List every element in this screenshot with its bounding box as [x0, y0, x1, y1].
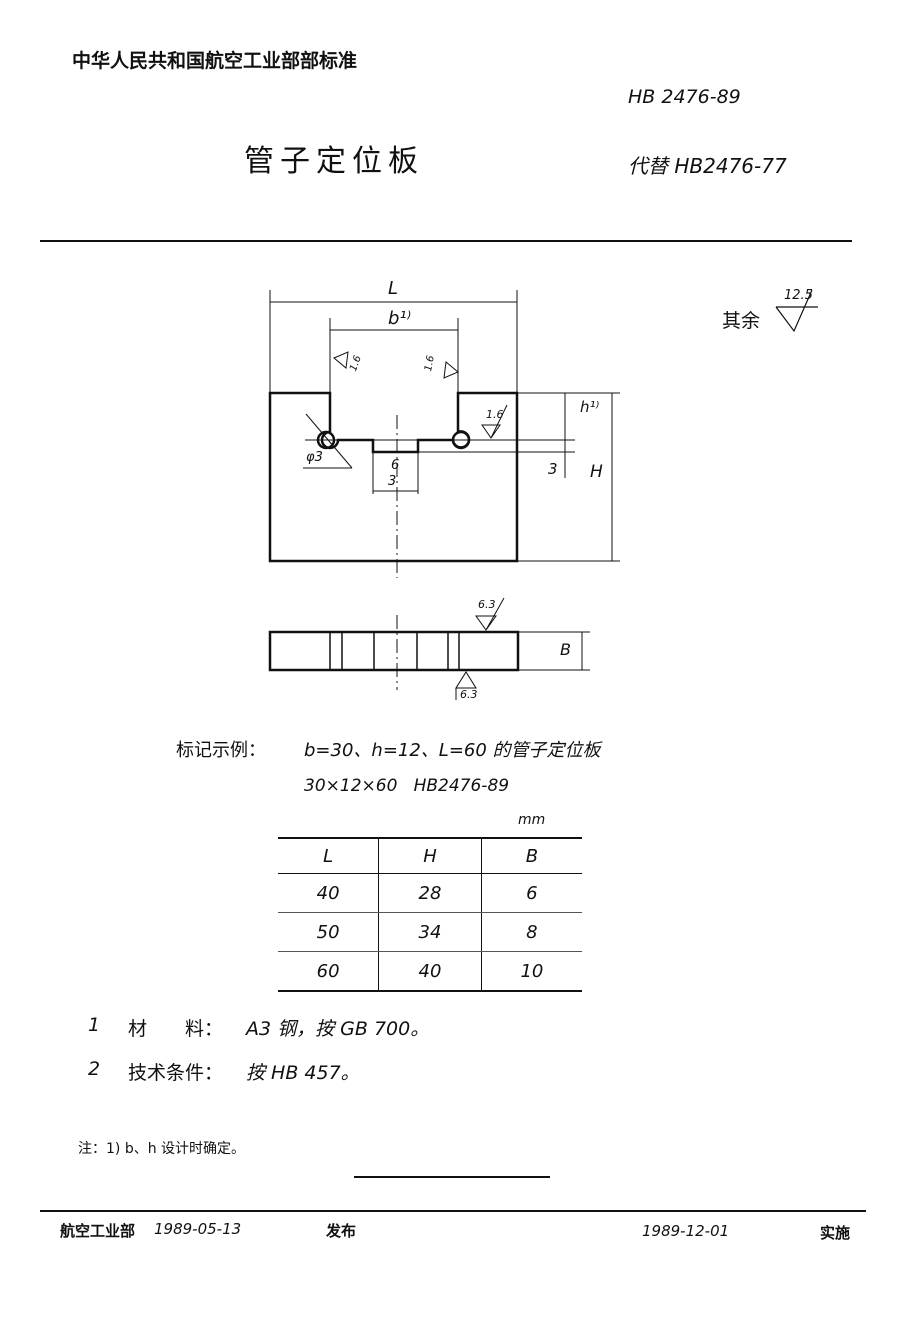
issued-label: 发布: [326, 1222, 357, 1240]
replaces-standard: 代替 HB2476-77: [628, 154, 787, 178]
requirement-text: A3 钢，按 GB 700。: [246, 1018, 430, 1040]
cell: 34: [378, 912, 482, 952]
end-line: [354, 1176, 550, 1178]
column-header: L: [278, 838, 379, 874]
requirement-label: 材 料：: [128, 1018, 224, 1040]
roughness-symbol-icon: [455, 671, 477, 700]
cell: 40: [278, 873, 379, 913]
marking-example-code: 30×12×60 HB2476-89: [304, 776, 510, 796]
roughness-symbol-icon: [333, 351, 349, 369]
cell: 10: [480, 951, 582, 991]
cell: 28: [378, 873, 482, 913]
label-phi3: φ3: [306, 450, 323, 465]
label-L: L: [388, 278, 399, 299]
cell: 60: [316, 960, 340, 982]
label-6: 6: [391, 458, 400, 473]
roughness-symbol-icon: [475, 597, 505, 631]
roughness-symbol-icon: [481, 404, 508, 439]
requirement-label: 技术条件：: [128, 1062, 224, 1084]
standard-number: HB 2476-89: [628, 86, 741, 108]
document-title: 管子定位板: [244, 144, 424, 179]
label-3-horizontal: 3: [388, 474, 397, 489]
table-row: 40 28 6: [278, 873, 582, 913]
column-header: B: [480, 838, 582, 874]
issue-date: 1989-05-13: [154, 1220, 242, 1238]
cell: 40: [378, 951, 482, 991]
table-row: 60 40 10: [278, 951, 582, 991]
header-divider: [40, 240, 852, 242]
label-B: B: [560, 640, 571, 659]
roughness-symbol-icon: [775, 289, 818, 333]
footnote: 注：1) b、h 设计时确定。: [78, 1141, 246, 1157]
label-H: H: [590, 462, 603, 482]
roughness-6.3-bottom: 6.3: [460, 688, 478, 701]
cell: 50: [278, 912, 379, 952]
table-header-row: L H B: [278, 838, 582, 874]
roughness-1.6-side: 1.6: [486, 408, 504, 421]
marking-example-text: b=30、h=12、L=60 的管子定位板: [304, 740, 601, 761]
cell: 8: [480, 912, 582, 952]
effective-date: 1989-12-01: [642, 1222, 730, 1240]
label-h: h¹⁾: [580, 398, 600, 416]
label-3-vertical: 3: [548, 460, 558, 478]
marking-example-label: 标记示例：: [176, 740, 266, 761]
column-header: H: [378, 838, 482, 874]
dimension-table: L H B 40 28 6 50 34 8 60 40 10: [278, 837, 582, 992]
issuing-organization: 中华人民共和国航空工业部部标准: [72, 50, 358, 72]
roughness-6.3-top: 6.3: [478, 598, 496, 611]
label-b: b¹⁾: [388, 308, 412, 329]
roughness-other-label: 其余: [722, 310, 761, 332]
table-unit: mm: [518, 812, 546, 828]
issuer: 航空工业部: [60, 1222, 136, 1240]
technical-drawing: [268, 289, 818, 700]
requirement-text: 按 HB 457。: [246, 1062, 360, 1084]
effective-label: 实施: [820, 1224, 851, 1242]
roughness-symbol-icon: [443, 361, 459, 379]
table-row: 50 34 8: [278, 912, 582, 952]
requirement-number: 1: [88, 1014, 101, 1036]
footer-divider: [40, 1210, 866, 1212]
requirement-number: 2: [88, 1058, 101, 1080]
cell: 6: [480, 873, 582, 913]
roughness-other-value: 12.5: [784, 288, 813, 303]
plate-side-view: [268, 630, 520, 672]
